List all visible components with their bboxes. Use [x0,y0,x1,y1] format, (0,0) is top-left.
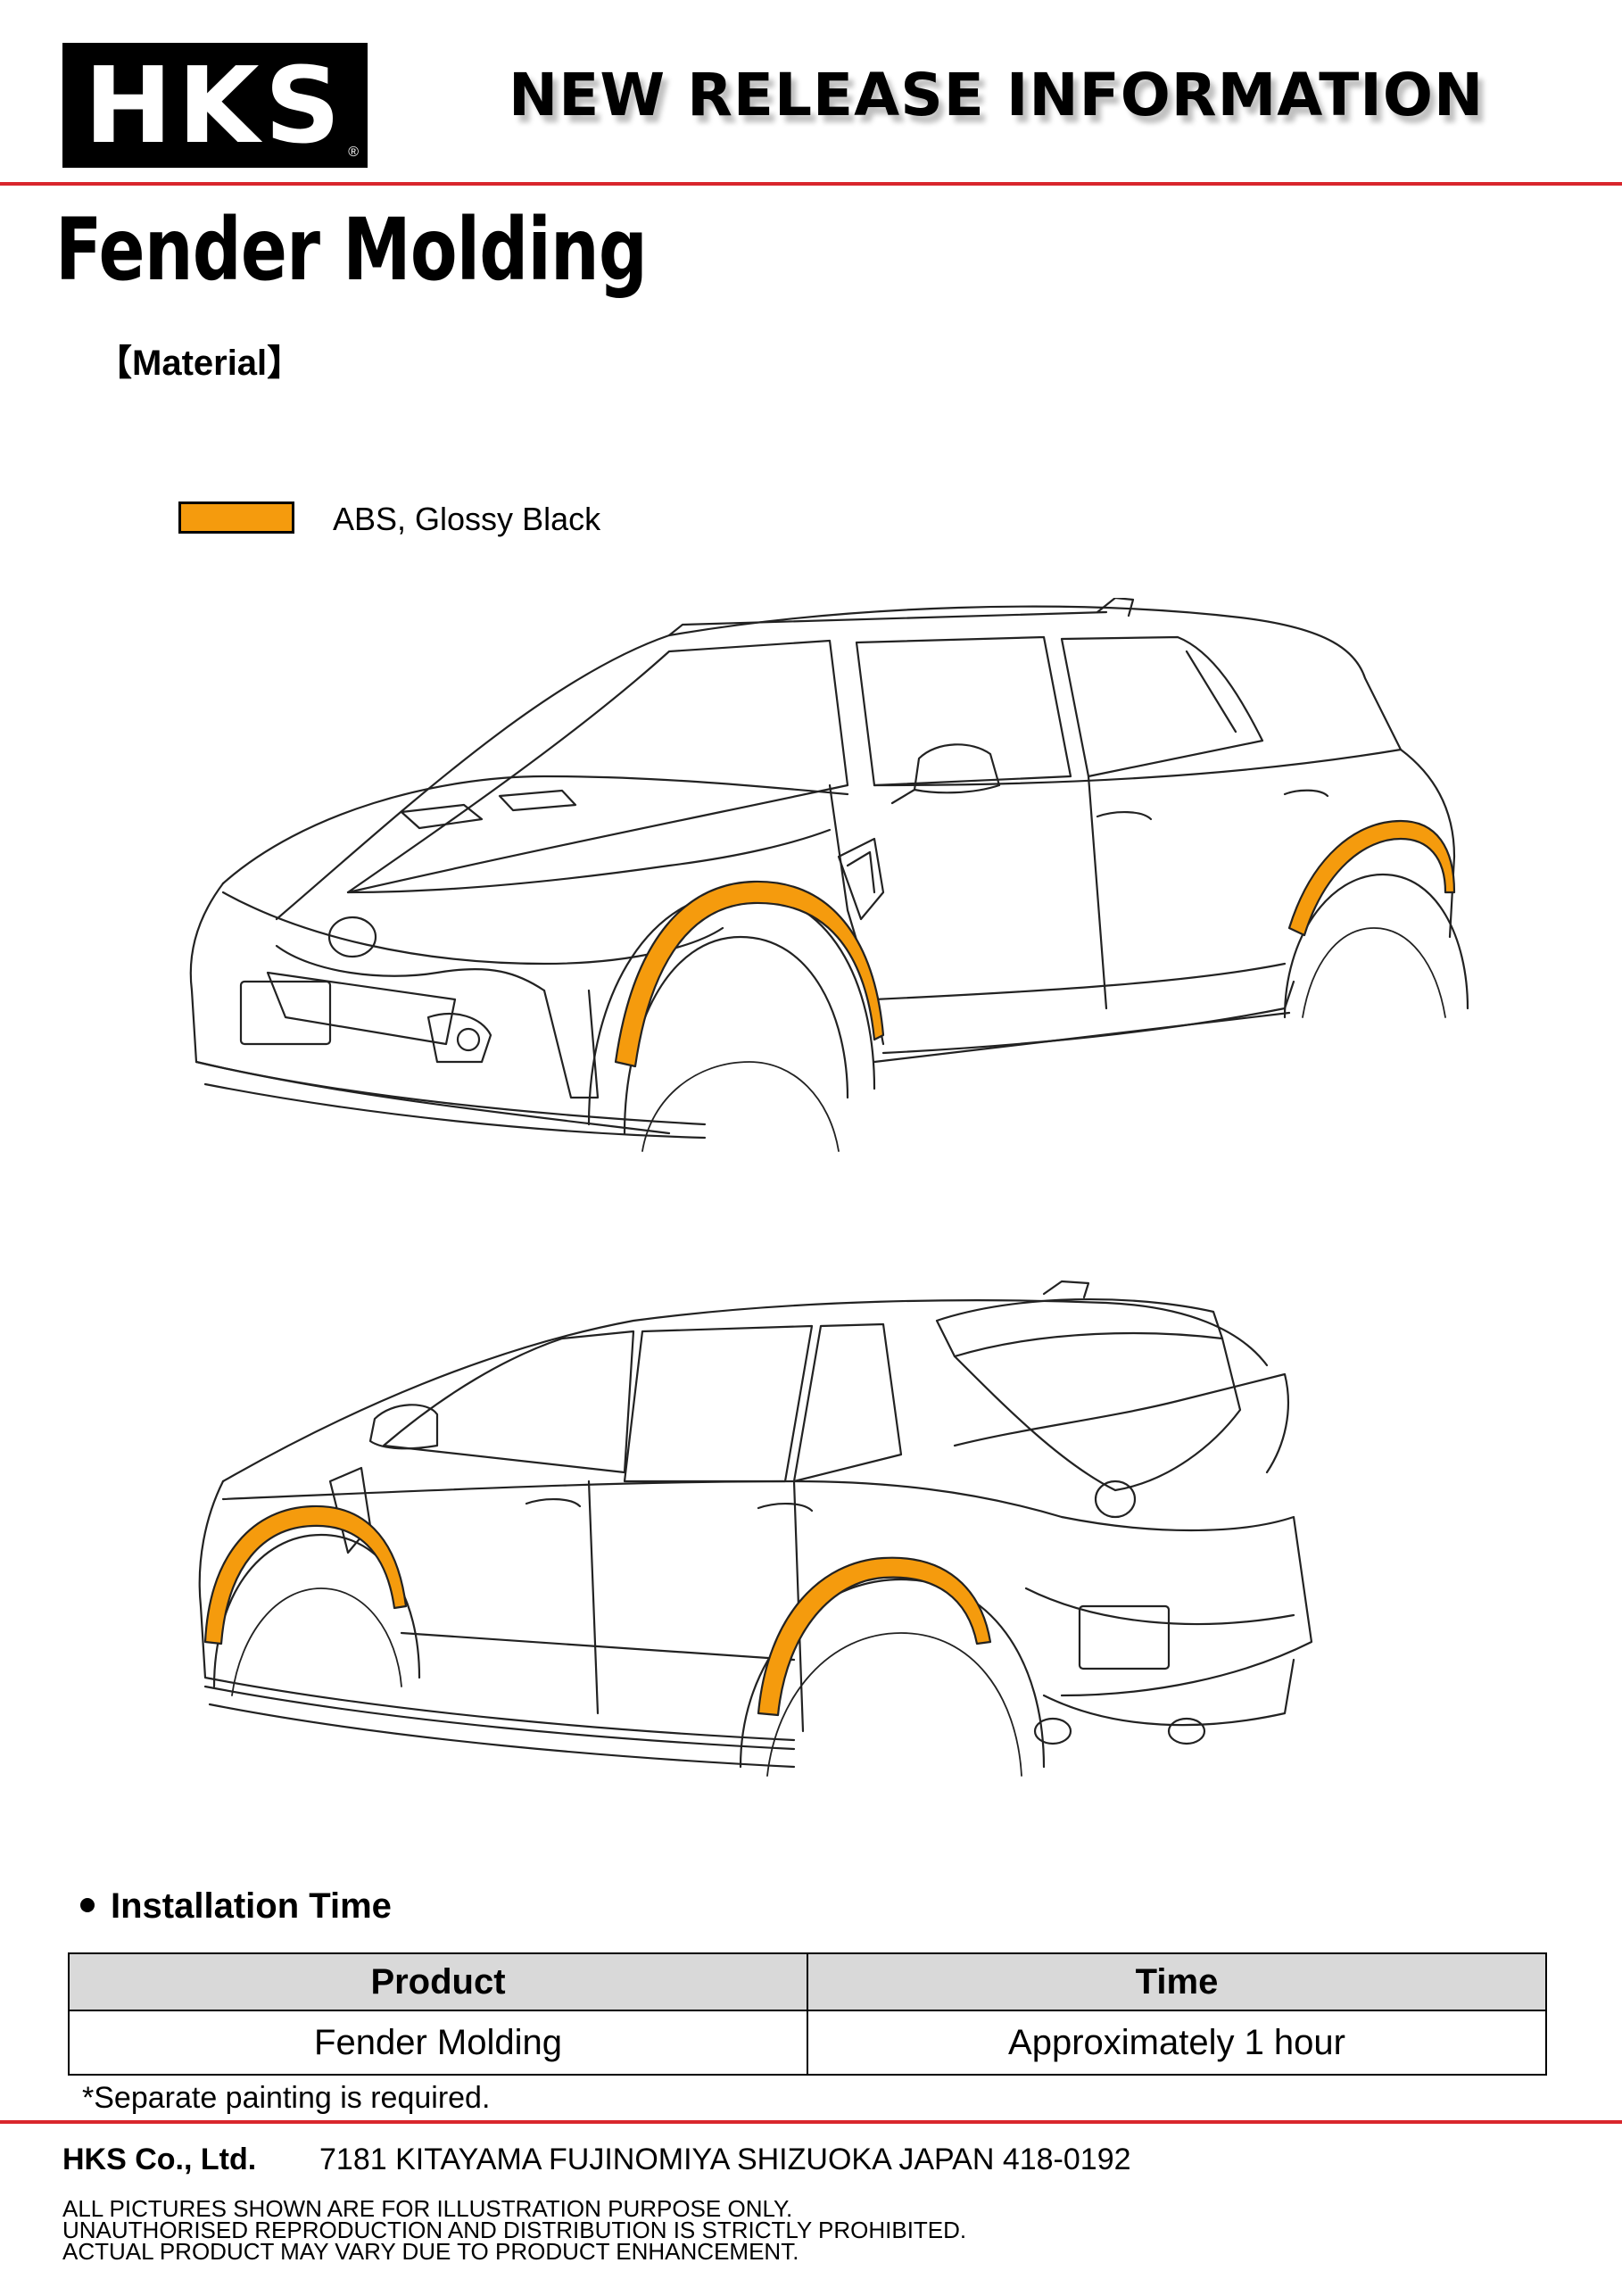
painting-note: *Separate painting is required. [82,2081,491,2115]
header-divider [0,182,1622,186]
cell-product: Fender Molding [68,2010,808,2076]
hks-logo: HKS ® [62,43,368,168]
table-row: Fender Molding Approximately 1 hour [68,2010,1547,2076]
car-front-view-illustration [189,598,1469,1152]
installation-table: Product Time Fender Molding Approximatel… [68,1952,1547,2076]
footer-divider [0,2120,1622,2124]
front-fender-molding-part [614,880,885,1068]
car-rear-view-illustration [198,1280,1313,1777]
disclaimer-line-3: ACTUAL PRODUCT MAY VARY DUE TO PRODUCT E… [62,2238,799,2265]
cell-time: Approximately 1 hour [807,2010,1547,2076]
disclaimer-line-2: UNAUTHORISED REPRODUCTION AND DISTRIBUTI… [62,2217,967,2243]
table-header-row: Product Time [68,1952,1547,2011]
installation-heading-text: Installation Time [111,1886,392,1926]
installation-heading: Installation Time [80,1886,392,1927]
company-name: HKS Co., Ltd. [62,2143,257,2176]
column-header-product: Product [68,1952,808,2011]
company-address: 7181 KITAYAMA FUJINOMIYA SHIZUOKA JAPAN … [319,2143,1131,2176]
registered-mark: ® [348,145,359,160]
rear-fender-molding-part-rear-view [757,1556,992,1717]
logo-text: HKS [84,44,346,167]
page-title: Fender Molding [55,200,648,300]
header-title: NEW RELEASE INFORMATION [509,61,1485,129]
material-swatch [178,501,294,534]
material-heading: 【Material】 [96,344,303,383]
front-fender-molding-part-rear-view [203,1504,408,1645]
column-header-time: Time [807,1952,1547,2011]
bullet-icon [80,1898,95,1913]
rear-fender-molding-part [1287,819,1456,937]
material-label: ABS, Glossy Black [333,501,601,537]
disclaimer-line-1: ALL PICTURES SHOWN ARE FOR ILLUSTRATION … [62,2195,793,2222]
